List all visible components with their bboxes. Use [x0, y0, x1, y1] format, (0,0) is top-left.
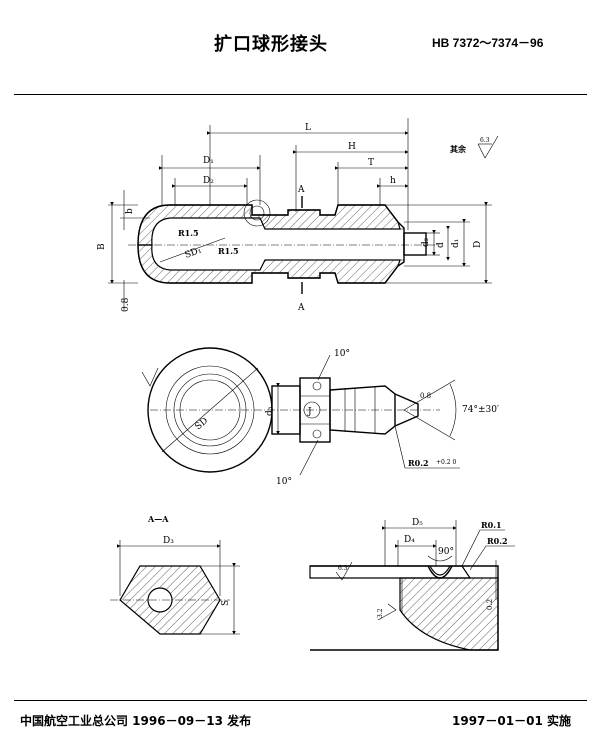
dim-D3: D₃ — [163, 536, 174, 546]
roughness-icon — [477, 135, 499, 159]
sphere-SD-label: SD — [194, 416, 211, 432]
issue-date: 中国航空工业总公司 1996－09－13 发布 — [20, 714, 252, 728]
dim-T: T — [368, 158, 374, 168]
top-view: R1.5 R1.5 SD₁ L H T h D₁ D₂ A A — [97, 118, 499, 313]
page-title: 扩口球形接头 — [214, 34, 328, 55]
dim-D: D — [473, 241, 483, 248]
dim-d: d — [436, 242, 446, 248]
dim-D5: D₅ — [412, 518, 423, 528]
radius-label-1: R1.5 — [178, 228, 199, 238]
detail-r1: R0.1 — [481, 520, 502, 530]
rest-note: 其余 — [450, 144, 467, 154]
dim-L: L — [305, 123, 311, 133]
mid-view: SD J 74°±30′ 0.8 10° 10° d₃ — [141, 347, 499, 487]
radius-label-2: R1.5 — [218, 246, 239, 256]
sphere-dim-label: SD₁ — [184, 246, 203, 261]
angle-bottom: 10° — [276, 477, 292, 487]
detail-r2: R0.2 — [487, 536, 508, 546]
dim-h: h — [390, 176, 396, 186]
detail-rough-b: 3.2 — [377, 608, 384, 618]
dim-d3: d₃ — [265, 406, 275, 416]
edge-radius-tol: +0.2 0 — [436, 459, 456, 466]
angle-top: 10° — [334, 349, 350, 359]
effective-date: 1997－01－01 实施 — [452, 714, 571, 728]
dim-D1: D₁ — [203, 156, 214, 166]
section-title: A—A — [147, 514, 169, 524]
dim-B: B — [97, 243, 107, 250]
dim-d2: d₂ — [421, 237, 431, 247]
edge-radius: R0.2 — [408, 458, 429, 468]
dim-thickness: 0.8 — [121, 297, 131, 312]
section-mark-bottom: A — [297, 303, 305, 313]
dim-H: H — [348, 142, 356, 152]
detail-rough-a: 6.3 — [338, 565, 348, 572]
dim-D4: D₄ — [404, 535, 415, 545]
header-divider — [14, 94, 587, 95]
rest-roughness: 6.3 — [480, 137, 490, 144]
rough-small: 0.8 — [420, 392, 431, 400]
dim-b: b — [125, 208, 135, 214]
cone-angle: 74°±30′ — [462, 405, 499, 415]
section-view: A—A D₃ S — [110, 514, 240, 635]
footer-divider — [14, 700, 587, 701]
detail-gap: 0.2 — [486, 599, 494, 610]
detail-view: D₅ D₄ 90° R0.1 R0.2 6.3 3.2 0.2 — [309, 518, 515, 651]
dim-d1: d₁ — [451, 239, 461, 248]
detail-angle: 90° — [438, 547, 454, 557]
section-mark-top: A — [297, 185, 305, 195]
dim-D2: D₂ — [203, 176, 214, 186]
mark-J: J — [307, 407, 312, 417]
standard-code: HB 7372～7374－96 — [432, 36, 544, 50]
dim-S: S — [221, 600, 231, 606]
